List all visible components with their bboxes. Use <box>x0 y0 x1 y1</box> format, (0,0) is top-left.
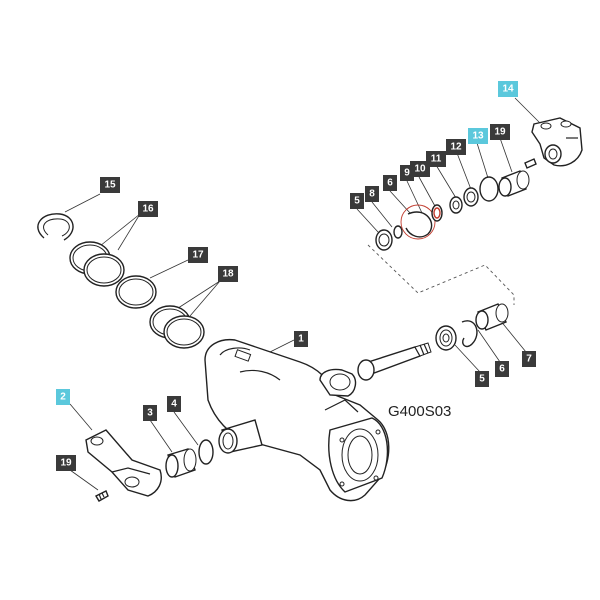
svg-text:4: 4 <box>171 399 177 410</box>
svg-text:6: 6 <box>387 178 393 189</box>
bearing-11 <box>463 187 479 207</box>
pin-19-upper <box>524 158 537 169</box>
callout-19-upper: 19 <box>490 124 510 140</box>
king-pin-shaft <box>357 342 432 381</box>
callout-2: 2 <box>56 389 70 405</box>
o-ring-4 <box>198 439 214 465</box>
svg-text:7: 7 <box>526 354 532 365</box>
washer-8 <box>393 225 403 239</box>
steering-arm-14 <box>531 117 583 167</box>
callout-19-lower: 19 <box>56 455 76 471</box>
bearing-5-upper <box>375 229 393 251</box>
callout-15: 15 <box>100 177 120 193</box>
ring-pair-18 <box>149 305 205 349</box>
svg-text:2: 2 <box>60 392 66 403</box>
svg-text:14: 14 <box>502 84 514 95</box>
svg-text:11: 11 <box>431 154 442 165</box>
svg-text:17: 17 <box>192 250 204 261</box>
callout-5-upper: 5 <box>350 193 364 209</box>
snap-ring-6-lower <box>461 320 478 348</box>
snap-ring-6-upper <box>405 211 433 238</box>
callout-5-lower: 5 <box>475 371 489 387</box>
svg-text:16: 16 <box>142 204 154 215</box>
callout-18: 18 <box>218 266 238 282</box>
callout-10: 10 <box>410 161 430 177</box>
svg-text:18: 18 <box>222 269 234 280</box>
bushing-7 <box>475 303 509 331</box>
axle-housing-1 <box>204 338 390 502</box>
bushing-3 <box>165 448 197 478</box>
callout-17: 17 <box>188 247 208 263</box>
callout-8: 8 <box>365 186 379 202</box>
seal-highlight-circle <box>400 204 436 240</box>
callout-labels: 1 2 3 4 5 5 6 6 7 8 9 10 <box>56 81 536 471</box>
callout-13: 13 <box>468 128 488 144</box>
assembly-dashed-line <box>367 244 515 305</box>
callout-14: 14 <box>498 81 518 97</box>
svg-text:1: 1 <box>298 334 304 345</box>
snap-ring-15-inner <box>43 218 70 237</box>
callout-3: 3 <box>143 405 157 421</box>
ring-12 <box>479 176 499 202</box>
callout-7: 7 <box>522 351 536 367</box>
svg-text:13: 13 <box>472 131 484 142</box>
ring-pair-16 <box>69 241 125 287</box>
bushing-13 <box>498 170 530 197</box>
svg-text:19: 19 <box>494 127 506 138</box>
callout-16: 16 <box>138 201 158 217</box>
svg-text:9: 9 <box>404 168 410 179</box>
bearing-10 <box>449 196 463 214</box>
callout-6-upper: 6 <box>383 175 397 191</box>
svg-text:3: 3 <box>147 408 153 419</box>
svg-text:12: 12 <box>450 142 462 153</box>
callout-1: 1 <box>294 331 308 347</box>
callout-4: 4 <box>167 396 181 412</box>
svg-text:6: 6 <box>499 364 505 375</box>
pin-19-lower <box>95 490 109 502</box>
svg-text:8: 8 <box>369 189 375 200</box>
bearing-5-lower <box>435 325 457 351</box>
svg-text:10: 10 <box>414 164 426 175</box>
drawing-code: G400S03 <box>388 403 451 420</box>
ring-17 <box>115 275 157 309</box>
callout-12: 12 <box>446 139 466 155</box>
bracket-2 <box>85 429 162 497</box>
svg-text:5: 5 <box>354 196 360 207</box>
svg-text:19: 19 <box>60 458 72 469</box>
callout-6-lower: 6 <box>495 361 509 377</box>
svg-text:15: 15 <box>104 180 116 191</box>
seal-9-accent <box>433 207 441 219</box>
callout-11: 11 <box>426 151 446 167</box>
svg-text:5: 5 <box>479 374 485 385</box>
